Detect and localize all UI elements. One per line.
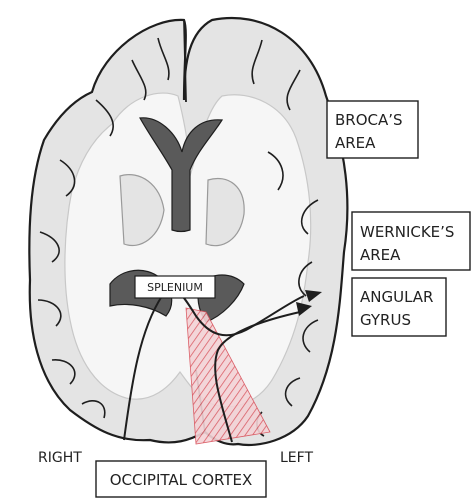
- wernicke-label-box: WERNICKE’S AREA: [351, 211, 471, 271]
- pathway-arrow-left-occipital: [214, 311, 301, 443]
- wernicke-label-line1: WERNICKE’S: [360, 223, 454, 241]
- arrowhead-angular-gyrus: [305, 290, 322, 302]
- splenium-label-box: SPLENIUM: [134, 275, 216, 299]
- occipital-cortex-label: OCCIPITAL CORTEX: [110, 471, 253, 489]
- left-side-label: LEFT: [280, 450, 313, 466]
- right-side-label: RIGHT: [38, 450, 82, 466]
- gyral-folds-left: [251, 39, 319, 437]
- angular-gyrus-label-box: ANGULAR GYRUS: [351, 277, 447, 337]
- occipital-cortex-label-box: OCCIPITAL CORTEX: [95, 460, 267, 498]
- broca-label-line1: BROCA’S: [335, 111, 403, 129]
- pathway-arrow-right-occipital: [123, 287, 305, 441]
- arrowhead-wernicke: [296, 302, 312, 316]
- splenium-label: SPLENIUM: [147, 281, 203, 294]
- broca-label-box: BROCA’S AREA: [326, 100, 419, 159]
- deep-gray-structures: [119, 174, 245, 247]
- angular-gyrus-label-line1: ANGULAR: [360, 288, 433, 306]
- occipital-lesion: [185, 307, 271, 445]
- gyral-folds-right: [37, 37, 170, 419]
- wernicke-label-line2: AREA: [360, 246, 401, 264]
- angular-gyrus-label-line2: GYRUS: [360, 311, 411, 329]
- broca-label-line2: AREA: [335, 134, 376, 152]
- ventricle-frontal-horns: [139, 117, 224, 233]
